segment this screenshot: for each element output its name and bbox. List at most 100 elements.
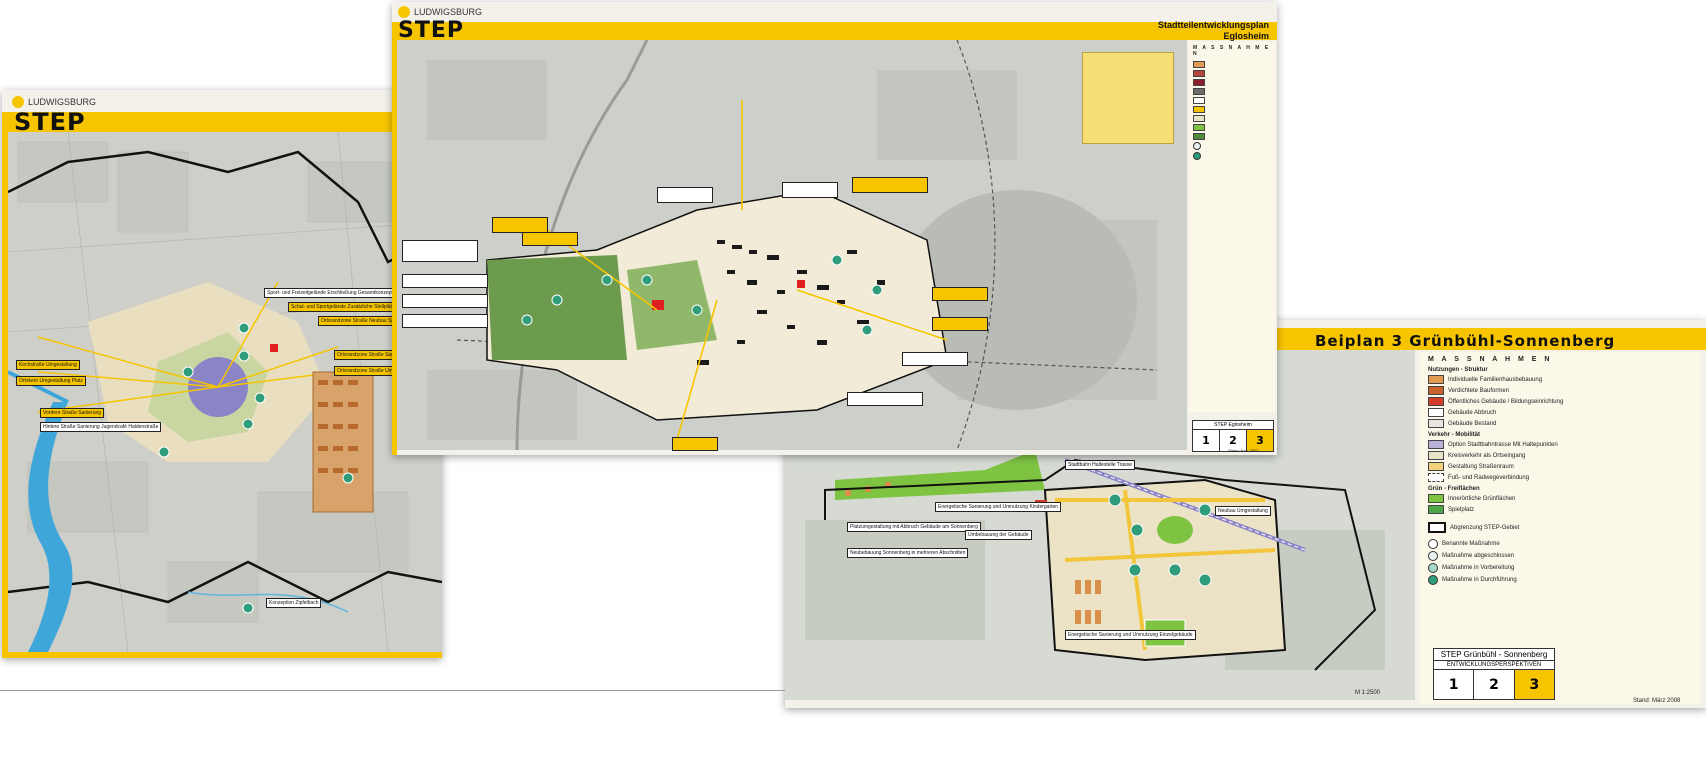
right-map-label: Neubau Umgestaltung bbox=[1215, 506, 1271, 516]
legend-item: Individuelle Familienhausbebauung bbox=[1428, 375, 1692, 384]
legend-item: Verdichtete Bauformen bbox=[1428, 386, 1692, 395]
left-brand: LUDWIGSBURG bbox=[12, 96, 96, 108]
legend-swatch bbox=[1428, 397, 1444, 406]
legend-label: Maßnahme in Durchführung bbox=[1442, 577, 1517, 583]
legend-section-heading: Verkehr - Mobilität bbox=[1428, 432, 1481, 438]
top-brand: LUDWIGSBURG bbox=[398, 6, 482, 18]
legend-swatch bbox=[1428, 386, 1444, 395]
legend-item: Innerörtliche Grünflächen bbox=[1428, 494, 1692, 503]
legend-label: Individuelle Familienhausbebauung bbox=[1448, 376, 1543, 383]
legend-swatch bbox=[1193, 88, 1205, 95]
top-header-subtitle: Eglosheim bbox=[1223, 31, 1269, 41]
phase-cell: 1 bbox=[1193, 430, 1220, 451]
legend-swatch bbox=[1193, 115, 1205, 122]
left-bottom-border bbox=[2, 652, 442, 658]
left-map bbox=[8, 132, 442, 652]
top-map-label bbox=[657, 187, 713, 203]
legend-label: Spielplatz bbox=[1448, 506, 1475, 513]
left-map-label: Konzeption Zipfelbach bbox=[266, 598, 322, 608]
boundary-icon bbox=[1428, 522, 1446, 533]
top-map-drawing bbox=[397, 40, 1187, 450]
phase-cell: 3 bbox=[1247, 430, 1273, 451]
legend-item bbox=[1193, 115, 1271, 122]
top-phase-title: STEP Eglosheim bbox=[1193, 421, 1273, 430]
legend-item bbox=[1193, 106, 1271, 113]
legend-item: Spielplatz bbox=[1428, 505, 1692, 514]
top-map-label bbox=[522, 232, 578, 246]
top-sheet-title: STEP bbox=[398, 18, 465, 43]
marker-preparation-icon bbox=[1428, 563, 1438, 573]
phase-cell: 1 bbox=[1434, 670, 1475, 699]
top-header-title: Stadtteilentwicklungsplan bbox=[1157, 20, 1269, 30]
legend-swatch bbox=[1193, 70, 1205, 77]
left-map-label: Vordere Straße Sanierung bbox=[40, 408, 105, 418]
top-map-label bbox=[847, 392, 923, 406]
top-title-bar bbox=[392, 22, 1277, 40]
right-sheet-title: Beiplan 3 Grünbühl-Sonnenberg bbox=[1315, 332, 1616, 350]
legend-item bbox=[1193, 70, 1271, 77]
marker-icon bbox=[1193, 142, 1201, 150]
legend-swatch bbox=[1193, 106, 1205, 113]
top-phase-box: STEP Eglosheim 1 2 3 bbox=[1192, 420, 1274, 452]
legend-swatch bbox=[1428, 494, 1444, 503]
legend-item bbox=[1193, 79, 1271, 86]
legend-swatch bbox=[1428, 419, 1444, 428]
top-brand-text: LUDWIGSBURG bbox=[414, 7, 483, 17]
phase-cell: 3 bbox=[1514, 670, 1554, 699]
legend-swatch bbox=[1428, 440, 1444, 449]
legend-section-heading: Nutzungen - Struktur bbox=[1428, 367, 1488, 373]
top-map-label bbox=[852, 177, 928, 193]
left-map-label: Ortsrandzone Straße Sanierung und Verdic… bbox=[334, 350, 442, 360]
left-side-border bbox=[2, 132, 8, 658]
left-map-drawing bbox=[8, 132, 442, 652]
right-map-label: Stadtbahn Haltestelle Trasse bbox=[1065, 460, 1135, 470]
legend-swatch bbox=[1193, 133, 1205, 140]
top-legend-swatches bbox=[1193, 61, 1271, 160]
right-legend: M A S S N A H M E N Nutzungen - Struktur… bbox=[1420, 352, 1700, 704]
legend-item: Gestaltung Straßenraum bbox=[1428, 462, 1692, 471]
right-map-label: Energetische Sanierung und Umnutzung Kin… bbox=[935, 502, 1062, 512]
legend-item bbox=[1193, 124, 1271, 131]
legend-swatch bbox=[1193, 61, 1205, 68]
legend-label: Innerörtliche Grünflächen bbox=[1448, 495, 1516, 502]
right-phase-title: STEP Grünbühl - Sonnenberg bbox=[1434, 649, 1554, 661]
legend-item bbox=[1193, 97, 1271, 104]
legend-item: Maßnahme in Vorbereitung bbox=[1428, 563, 1692, 573]
phase-cell: 2 bbox=[1220, 430, 1247, 451]
legend-item: Benannte Maßnahme bbox=[1428, 539, 1692, 549]
legend-label: Gestaltung Straßenraum bbox=[1448, 463, 1514, 470]
legend-item bbox=[1193, 88, 1271, 95]
right-phase-subtitle: ENTWICKLUNGSPERSPEKTIVEN bbox=[1434, 661, 1554, 670]
numbered-marker-icon bbox=[1428, 539, 1438, 549]
left-map-label: Kirchstraße Umgestaltung bbox=[16, 360, 80, 370]
right-map-label: Umbebauung der Gebäude bbox=[965, 530, 1032, 540]
left-brand-text: LUDWIGSBURG bbox=[28, 97, 97, 107]
left-plan-sheet: LUDWIGSBURG STEP bbox=[2, 90, 442, 658]
top-stand: Stand: Nov. 2007 bbox=[1228, 448, 1259, 453]
right-map-label: Neubebauung Sonnenberg in mehreren Absch… bbox=[847, 548, 969, 558]
top-map-label bbox=[402, 314, 488, 328]
top-legend: M A S S N A H M E N bbox=[1189, 42, 1275, 412]
top-map bbox=[397, 40, 1187, 450]
legend-swatch bbox=[1193, 97, 1205, 104]
right-map-label: Energetische Sanierung und Umnutzung Ein… bbox=[1065, 630, 1196, 640]
right-legend-title: M A S S N A H M E N bbox=[1428, 356, 1553, 363]
baseline-rule bbox=[0, 690, 785, 691]
left-map-label: Sport- und Freizeitgelände Erschließung … bbox=[264, 288, 396, 298]
marker-icon bbox=[1193, 152, 1201, 160]
legend-swatch bbox=[1428, 408, 1444, 417]
top-map-label bbox=[672, 437, 718, 451]
legend-swatch bbox=[1193, 124, 1205, 131]
right-scale: M 1:2500 bbox=[1355, 690, 1381, 696]
legend-label: Gebäude Bestand bbox=[1448, 420, 1497, 427]
top-side-border bbox=[392, 40, 397, 455]
legend-label: Öffentliches Gebäude / Bildungseinrichtu… bbox=[1448, 398, 1564, 405]
left-map-label: Hintere Straße Sanierung Jugendcafé Hald… bbox=[40, 422, 162, 432]
marker-completed-icon bbox=[1428, 551, 1438, 561]
top-map-label bbox=[932, 317, 988, 331]
city-logo-icon bbox=[12, 96, 24, 108]
legend-swatch bbox=[1193, 79, 1205, 86]
legend-label: Abgrenzung STEP-Gebiet bbox=[1450, 524, 1520, 531]
legend-item: Abgrenzung STEP-Gebiet bbox=[1428, 522, 1692, 533]
legend-label: Verdichtete Bauformen bbox=[1448, 387, 1510, 394]
